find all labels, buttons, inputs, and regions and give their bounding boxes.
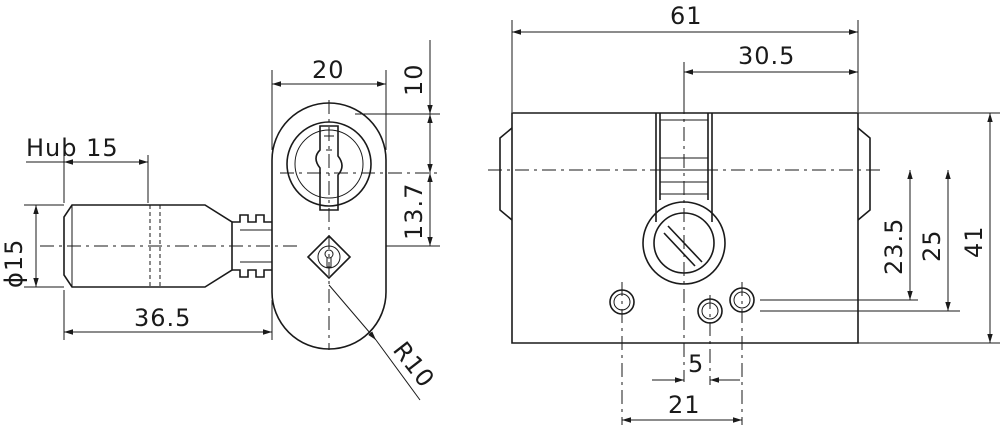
dim-61: 61	[670, 2, 703, 30]
dim-10: 10	[400, 63, 428, 96]
dim-41: 41	[960, 225, 988, 258]
cylinder-side-view	[488, 100, 880, 425]
dim-hub-label: Hub 15	[26, 134, 119, 162]
dim-23-5: 23.5	[880, 218, 908, 275]
dim-30-5: 30.5	[738, 42, 795, 70]
dim-36-5: 36.5	[134, 304, 191, 332]
dimension-lines	[24, 20, 1000, 423]
knob-side-view	[40, 204, 300, 288]
dim-25: 25	[918, 229, 946, 262]
dim-13-7: 13.7	[400, 183, 428, 240]
dim-r10: R10	[387, 336, 440, 393]
lock-front-view	[271, 100, 440, 350]
dim-21: 21	[668, 391, 701, 419]
dim-diameter-15: ϕ15	[0, 239, 28, 288]
dim-20: 20	[312, 56, 345, 84]
dim-5: 5	[688, 350, 704, 378]
